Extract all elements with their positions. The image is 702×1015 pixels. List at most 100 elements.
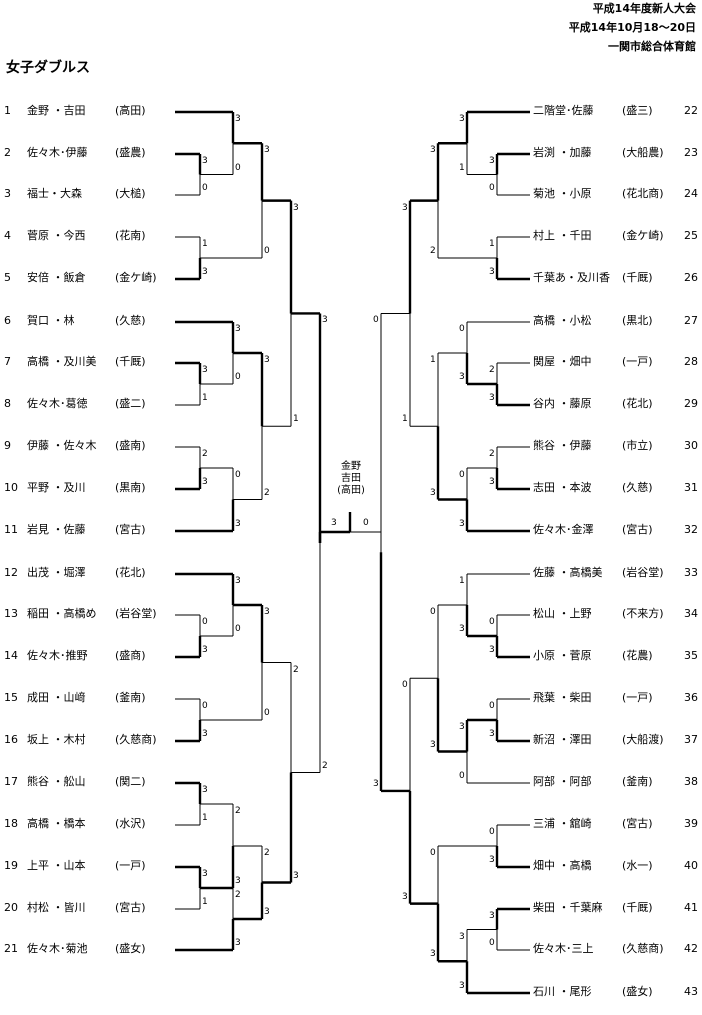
match-score: 1: [430, 355, 436, 365]
match-score: 3: [235, 324, 241, 334]
pair-names: 三浦 ・舘崎: [533, 817, 592, 830]
tournament-dates: 平成14年10月18～20日: [568, 21, 696, 34]
school-name: (黒南): [115, 481, 146, 494]
seed-number: 31: [684, 481, 698, 494]
school-name: (水一): [622, 859, 653, 872]
pair-names: 小原 ・菅原: [533, 649, 592, 662]
school-name: (黒北): [622, 314, 653, 327]
seed-number: 14: [4, 649, 18, 662]
tournament-name: 平成14年度新人大会: [592, 2, 696, 15]
match-score: 0: [489, 183, 495, 193]
pair-names: 谷内 ・藤原: [533, 397, 592, 410]
seed-number: 1: [4, 104, 11, 117]
pair-names: 松山 ・上野: [533, 607, 592, 620]
seed-number: 34: [684, 607, 698, 620]
pair-names: 成田 ・山﨑: [27, 691, 86, 704]
seed-number: 42: [684, 942, 698, 955]
seed-number: 4: [4, 229, 11, 242]
school-name: (関二): [115, 775, 146, 788]
pair-names: 金野 ・吉田: [27, 104, 86, 117]
pair-names: 福士・大森: [27, 187, 82, 200]
school-name: (金ケ崎): [115, 271, 157, 284]
match-score: 1: [202, 813, 208, 823]
match-score: 3: [202, 267, 208, 277]
pair-names: 佐々木･菊池: [27, 942, 88, 955]
pair-names: 菅原 ・今西: [27, 229, 86, 242]
pair-names: 柴田 ・千葉麻: [533, 901, 603, 914]
match-score: 3: [264, 355, 270, 365]
match-score: 1: [202, 393, 208, 403]
pair-names: 阿部 ・阿部: [533, 775, 592, 788]
tournament-venue: 一関市総合体育館: [608, 40, 696, 53]
match-score: 3: [402, 891, 408, 902]
seed-number: 22: [684, 104, 698, 117]
pair-names: 安倍 ・飯倉: [27, 271, 86, 284]
seed-number: 29: [684, 397, 698, 410]
school-name: (宮古): [622, 817, 653, 830]
match-score: 3: [322, 315, 328, 326]
match-score: 0: [459, 771, 465, 781]
match-score: 3: [489, 855, 495, 865]
seed-number: 10: [4, 481, 18, 494]
champion-label: 金野 吉田 (高田): [331, 461, 371, 497]
match-score: 3: [459, 372, 465, 382]
match-score: 1: [459, 576, 465, 586]
school-name: (一戸): [622, 691, 653, 704]
match-score: 0: [235, 470, 241, 480]
match-score: 0: [202, 183, 208, 193]
match-score: 3: [402, 202, 408, 213]
match-score: 3: [235, 876, 241, 886]
school-name: (大槌): [115, 187, 146, 200]
pair-names: 佐々木･推野: [27, 649, 88, 662]
seed-number: 13: [4, 607, 18, 620]
match-score: 3: [430, 739, 436, 750]
school-name: (花農): [622, 649, 653, 662]
match-score: 0: [235, 372, 241, 382]
match-score: 1: [489, 239, 495, 249]
match-score: 2: [322, 760, 328, 771]
pair-names: 岩渕 ・加藤: [533, 146, 592, 159]
match-score: 2: [235, 890, 241, 900]
seed-number: 32: [684, 523, 698, 536]
match-score: 3: [202, 645, 208, 655]
match-score: 3: [489, 729, 495, 739]
match-score: 0: [459, 470, 465, 480]
pair-names: 菊池 ・小原: [533, 187, 592, 200]
match-score: 0: [489, 827, 495, 837]
match-score: 3: [430, 145, 436, 156]
match-score: 2: [293, 664, 299, 675]
match-score: 3: [202, 785, 208, 795]
pair-names: 村松 ・皆川: [27, 901, 86, 914]
match-score: 3: [202, 477, 208, 487]
school-name: (盛三): [622, 104, 653, 117]
match-score: 0: [402, 680, 408, 691]
match-score: 3: [264, 907, 270, 917]
seed-number: 6: [4, 314, 11, 327]
pair-names: 村上 ・千田: [533, 229, 592, 242]
match-score: 0: [489, 617, 495, 627]
seed-number: 17: [4, 775, 18, 788]
match-score: 0: [489, 938, 495, 948]
seed-number: 38: [684, 775, 698, 788]
match-score: 2: [430, 246, 436, 256]
seed-number: 5: [4, 271, 11, 284]
match-score: 1: [293, 414, 299, 425]
school-name: (千厩): [622, 271, 653, 284]
match-score: 1: [459, 162, 465, 173]
final-score-left: 3: [331, 518, 337, 528]
pair-names: 岩見 ・佐藤: [27, 523, 86, 536]
school-name: (宮古): [115, 523, 146, 536]
seed-number: 28: [684, 355, 698, 368]
school-name: (盛女): [115, 942, 146, 955]
school-name: (盛農): [115, 146, 146, 159]
seed-number: 37: [684, 733, 698, 746]
pair-names: 平野 ・及川: [27, 481, 86, 494]
school-name: (一戸): [622, 355, 653, 368]
match-score: 3: [235, 114, 241, 124]
match-score: 0: [264, 246, 270, 256]
pair-names: 佐々木･三上: [533, 942, 594, 955]
match-score: 3: [489, 393, 495, 403]
seed-number: 8: [4, 397, 11, 410]
